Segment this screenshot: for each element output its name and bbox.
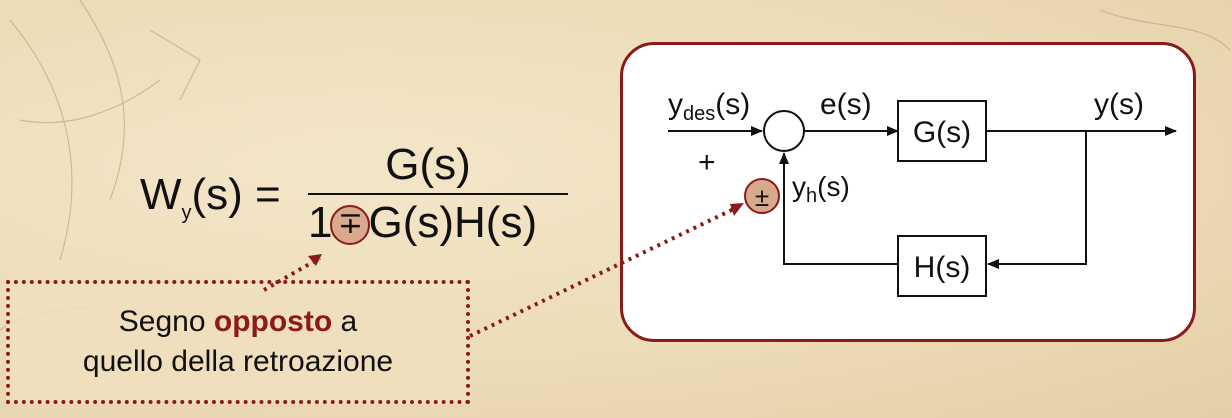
formula-denominator: 1∓G(s)H(s)	[308, 198, 537, 248]
feedback-path-left	[779, 152, 898, 265]
lhs-rest: (s) =	[191, 170, 281, 219]
plus-sign-label: +	[698, 146, 716, 179]
pointer-head-diagram	[730, 203, 744, 216]
pointer-head-formula	[308, 254, 322, 266]
h-block	[897, 235, 987, 297]
output-label: y(s)	[1094, 88, 1144, 121]
formula-lhs: Wy(s) =	[140, 170, 281, 225]
note-pre: Segno	[118, 305, 214, 338]
note-bold-word: opposto	[213, 305, 333, 338]
pointer-to-formula-sign	[263, 256, 321, 292]
denominator-product: G(s)H(s)	[368, 198, 538, 247]
feedback-path-right	[987, 131, 1087, 269]
note-line-1: Segno opposto a	[10, 302, 466, 342]
minus-plus-sign-highlight: ∓	[330, 205, 371, 246]
note-line-2: quello della retroazione	[82, 345, 394, 378]
sign-note-box: Segno opposto a quello della retroazione	[6, 280, 470, 404]
input-label: ydes(s)	[668, 88, 750, 125]
g-block	[897, 100, 987, 162]
fraction-bar	[308, 193, 568, 195]
pointer-to-diagram-sign	[469, 204, 741, 338]
summing-junction	[763, 110, 805, 152]
error-label: e(s)	[820, 88, 872, 121]
lhs-subscript: y	[181, 201, 192, 224]
formula-numerator: G(s)	[385, 140, 471, 189]
note-post: a	[332, 305, 358, 338]
lhs-symbol: W	[140, 170, 182, 219]
feedback-sign-highlight	[744, 178, 780, 214]
g-block-label: G(s)	[913, 116, 971, 149]
transfer-function-formula: Wy(s) = G(s) 1∓G(s)H(s)	[140, 140, 570, 260]
feedback-signal-label: yh(s)	[792, 171, 850, 207]
feedback-sign-label: ±	[755, 182, 769, 212]
denominator-one: 1	[308, 198, 333, 247]
h-block-label: H(s)	[914, 251, 971, 284]
